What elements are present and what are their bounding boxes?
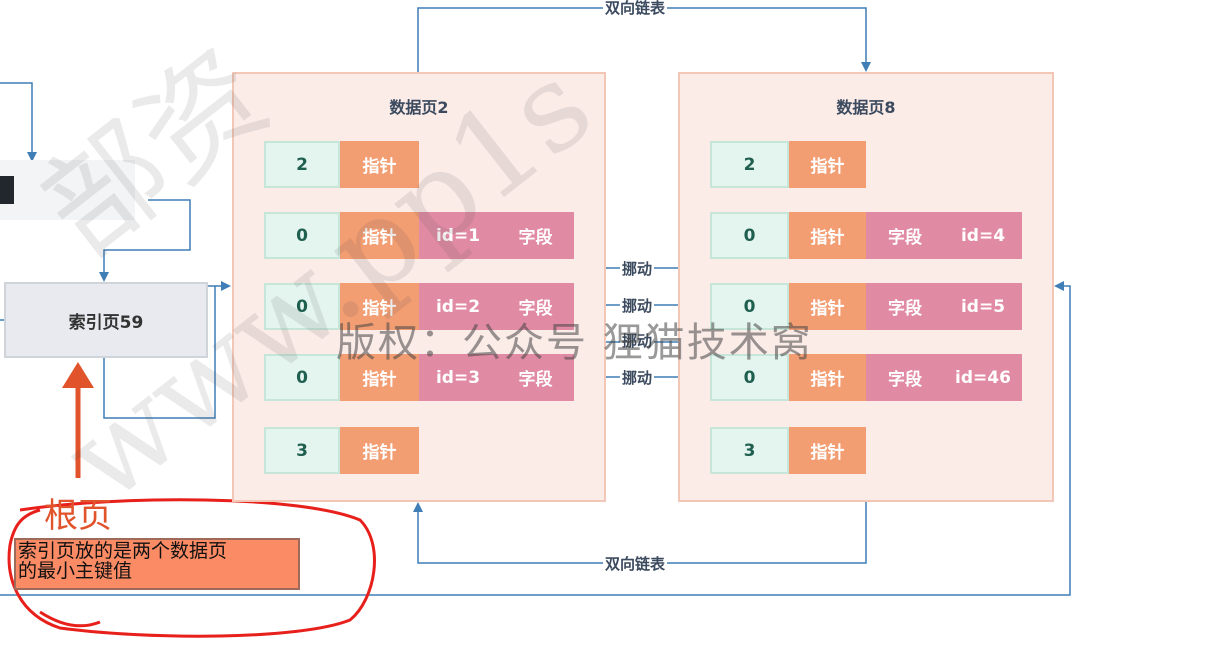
field-cell: 字段: [866, 354, 944, 401]
hand-drawn-circle: [7, 498, 376, 638]
upper-mid-line: [99, 199, 191, 282]
pointer-cell: 指针: [789, 141, 866, 188]
outer-loop-line: [0, 281, 1071, 596]
row-number: 0: [264, 212, 340, 259]
id-cell: id=5: [944, 283, 1022, 330]
root-page-label: 根页: [44, 496, 112, 536]
move-label-2: 挪动: [620, 295, 655, 316]
pointer-cell: 指针: [340, 141, 419, 188]
note-line-2: 的最小主键值: [18, 560, 133, 582]
top-link-label: 双向链表: [603, 0, 668, 18]
row-number: 0: [710, 283, 789, 330]
data-page-8-title: 数据页8: [836, 98, 896, 117]
index-return-line: [103, 286, 216, 419]
root-arrow-head: [62, 362, 94, 388]
field-cell: 字段: [497, 283, 574, 330]
field-cell: 字段: [866, 283, 944, 330]
move-label-4: 挪动: [620, 367, 655, 388]
pointer-cell: 指针: [789, 354, 866, 401]
row-number: 2: [264, 141, 340, 188]
pointer-cell: 指针: [340, 354, 419, 401]
note-line-1: 索引页放的是两个数据页: [18, 540, 228, 562]
pointer-cell: 指针: [340, 283, 419, 330]
dark-block: [0, 176, 14, 204]
index-page-59: 索引页59: [4, 282, 208, 358]
row-number: 0: [264, 283, 340, 330]
pointer-cell: 指针: [789, 283, 866, 330]
move-label-1: 挪动: [620, 258, 655, 279]
index-page-label: 索引页59: [68, 312, 144, 333]
pointer-cell: 指针: [789, 212, 866, 259]
id-cell: id=46: [944, 354, 1022, 401]
id-cell: id=1: [419, 212, 497, 259]
row-number: 0: [264, 354, 340, 401]
pointer-cell: 指针: [340, 212, 419, 259]
pointer-cell: 指针: [789, 427, 866, 474]
row-number: 3: [264, 427, 340, 474]
move-label-3: 挪动: [620, 330, 655, 351]
row-number: 0: [710, 212, 789, 259]
id-cell: id=2: [419, 283, 497, 330]
top-left-line: [0, 82, 37, 162]
row-number: 3: [710, 427, 789, 474]
annotation-note: 索引页放的是两个数据页 的最小主键值: [14, 538, 300, 590]
id-cell: id=4: [944, 212, 1022, 259]
field-cell: 字段: [497, 354, 574, 401]
watermark-text: 版权：公众号 狸猫技术窝: [336, 320, 813, 366]
data-page-2-title: 数据页2: [389, 98, 449, 117]
pointer-cell: 指针: [340, 427, 419, 474]
field-cell: 字段: [497, 212, 574, 259]
row-number: 2: [710, 141, 789, 188]
id-cell: id=3: [419, 354, 497, 401]
field-cell: 字段: [866, 212, 944, 259]
obscured-area: [0, 160, 135, 220]
row-number: 0: [710, 354, 789, 401]
bottom-link-label: 双向链表: [603, 553, 668, 574]
